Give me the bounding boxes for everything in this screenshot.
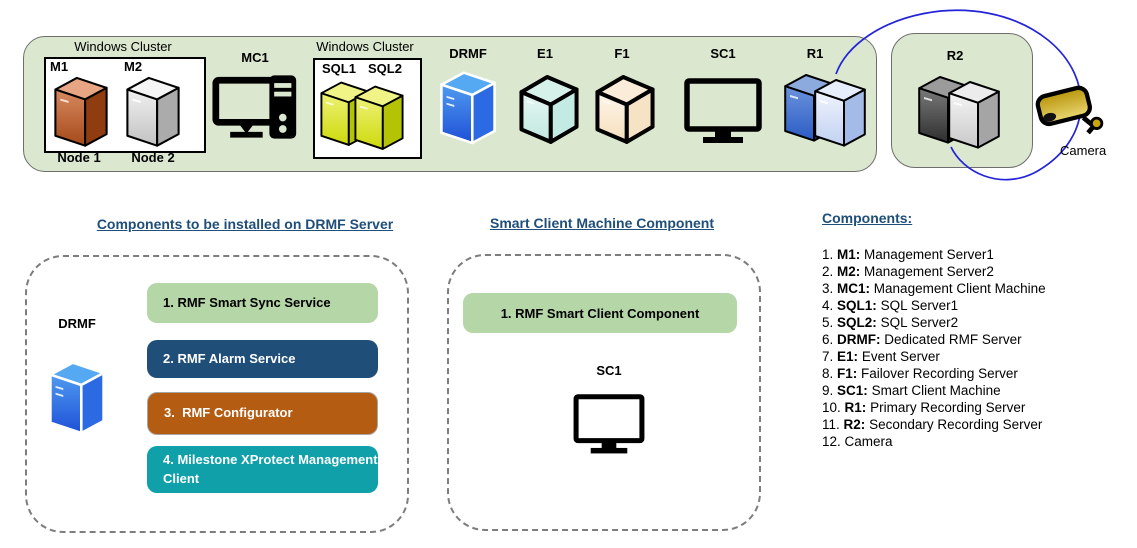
m1-label: M1	[50, 59, 69, 74]
r1-label: R1	[806, 46, 824, 61]
legend-item-mc1: 3. MC1: Management Client Machine	[822, 281, 1046, 296]
m1-server-icon	[54, 76, 108, 147]
sc-panel-machine-label: SC1	[596, 363, 622, 378]
r2-server-front-icon	[948, 81, 1000, 149]
legend-item-sql1: 4. SQL1: SQL Server1	[822, 298, 959, 313]
legend-item-f1: 8. F1: Failover Recording Server	[822, 366, 1018, 381]
drmf-panel-server-label: DRMF	[58, 316, 96, 331]
legend-heading: Components:	[822, 210, 913, 226]
sc-component-smart-client: 1. RMF Smart Client Component	[463, 293, 737, 333]
m2-label: M2	[124, 59, 143, 74]
legend-item-r2: 11. R2: Secondary Recording Server	[822, 417, 1043, 432]
cluster1-title: Windows Cluster	[74, 39, 172, 54]
camera-icon	[1035, 85, 1104, 135]
legend-item-r1: 10. R1: Primary Recording Server	[822, 400, 1026, 415]
e1-label: E1	[537, 46, 553, 61]
camera-label: Camera	[1060, 143, 1107, 158]
legend-item-m2: 2. M2: Management Server2	[822, 264, 994, 279]
drmf-label: DRMF	[449, 46, 487, 61]
f1-server-icon	[595, 75, 655, 144]
sc1-monitor-icon	[684, 78, 762, 143]
cluster2-title: Windows Cluster	[316, 39, 414, 54]
sc-panel-heading: Smart Client Machine Component	[489, 215, 715, 231]
node1-caption: Node 1	[57, 150, 101, 165]
f1-label: F1	[614, 46, 630, 61]
r1-server-front-icon	[814, 79, 866, 147]
drmf-component-configurator: 3. RMF Configurator	[147, 392, 378, 435]
drmf-component-management-client: 4. Milestone XProtect Management Client	[147, 446, 378, 493]
legend-item-sc1: 9. SC1: Smart Client Machine	[822, 383, 1001, 398]
mc1-label: MC1	[241, 50, 269, 65]
sc-panel-monitor-icon	[573, 394, 645, 454]
sql1-label: SQL1	[322, 61, 356, 76]
mc1-computer-icon	[212, 75, 297, 139]
sql2-label: SQL2	[368, 61, 402, 76]
legend-item-sql2: 5. SQL2: SQL Server2	[822, 315, 959, 330]
legend-list: 1. M1: Management Server1 2. M2: Managem…	[822, 246, 1132, 450]
node2-caption: Node 2	[131, 150, 175, 165]
r2-label: R2	[946, 48, 964, 63]
legend-item-drmf: 6. DRMF: Dedicated RMF Server	[822, 332, 1022, 347]
sql2-server-icon	[354, 85, 404, 150]
legend-item-camera: 12. Camera	[822, 434, 893, 449]
drmf-component-smart-sync: 1. RMF Smart Sync Service	[147, 283, 378, 323]
drmf-panel-heading: Components to be installed on DRMF Serve…	[96, 216, 394, 232]
drmf-panel-server-icon	[49, 361, 105, 435]
drmf-component-alarm-service: 2. RMF Alarm Service	[147, 340, 378, 378]
drmf-server-icon	[440, 71, 496, 145]
e1-server-icon	[519, 75, 579, 144]
legend-item-m1: 1. M1: Management Server1	[822, 247, 994, 262]
sc1-label: SC1	[710, 46, 736, 61]
legend-item-e1: 7. E1: Event Server	[822, 349, 940, 364]
m2-server-icon	[126, 76, 180, 147]
